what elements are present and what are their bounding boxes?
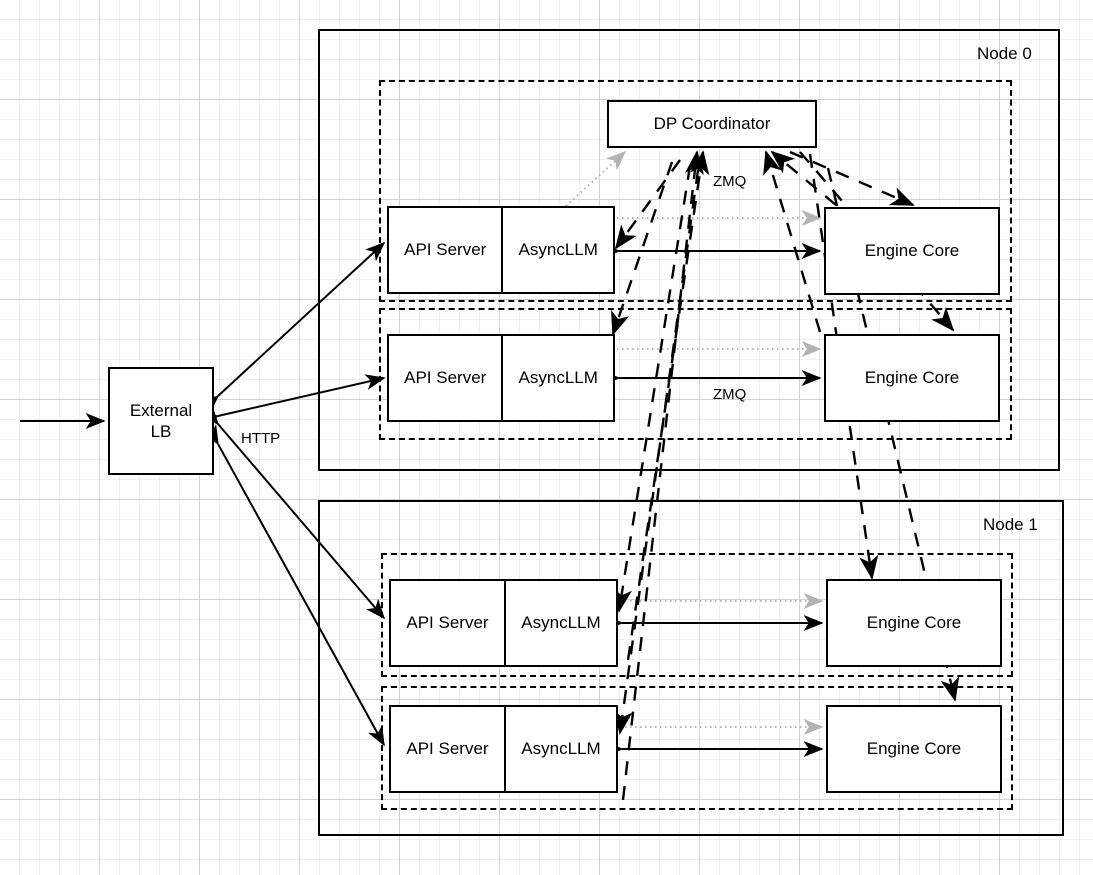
node-0-group-1-api-server-box[interactable]: API Server AsyncLLM (387, 334, 615, 422)
edge-coordinator-to-asyncllm-n1g1 (613, 169, 700, 735)
zmq-engine-label: ZMQ (713, 386, 747, 403)
api-server-cell: API Server (391, 581, 506, 665)
node-0-group-1-engine-core-box[interactable]: Engine Core (824, 334, 1000, 422)
edge-coordinator-to-asyncllm-n0g0 (614, 159, 681, 250)
node-0-group-0-engine-core-box[interactable]: Engine Core (824, 207, 1000, 295)
external-lb-label-line2: LB (150, 422, 172, 441)
dp-coordinator-box[interactable]: DP Coordinator (607, 100, 817, 148)
edge-lb-to-api-server-n0g0 (199, 241, 386, 415)
engine-core-label: Engine Core (866, 613, 962, 633)
zmq-coordinator-label: ZMQ (713, 173, 747, 190)
api-server-cell: API Server (389, 336, 504, 420)
engine-core-label: Engine Core (864, 368, 960, 388)
node-1-group-1-engine-core-box[interactable]: Engine Core (826, 705, 1002, 793)
api-server-cell: API Server (389, 208, 504, 292)
engine-core-label: Engine Core (866, 739, 962, 759)
asyncllm-cell: AsyncLLM (518, 368, 598, 387)
node-1-group-0-boundary (381, 553, 1013, 677)
edge-coordinator-to-enginecore-n0g0 (789, 150, 915, 207)
edge-zmq-enginecore-coordinator-n1g1 (621, 150, 705, 801)
node-1-label: Node 1 (983, 515, 1038, 534)
edge-zmq-enginecore-coordinator-n0g1 (763, 150, 822, 333)
node-0-group-0-boundary (379, 80, 1012, 302)
node-0-group-0-api-server-box[interactable]: API Server AsyncLLM (387, 206, 615, 294)
asyncllm-cell: AsyncLLM (521, 613, 601, 632)
node-1-group-0-engine-core-box[interactable]: Engine Core (826, 579, 1002, 667)
node-1-group-1-boundary (381, 686, 1013, 810)
engine-core-label: Engine Core (864, 241, 960, 261)
external-lb-label-line1: External (129, 400, 193, 420)
node-1-group-0-api-server-box[interactable]: API Server AsyncLLM (389, 579, 618, 667)
node-1-container (318, 500, 1064, 836)
edge-coordinator-to-enginecore-n1g0 (808, 153, 879, 580)
api-server-cell: API Server (391, 707, 506, 791)
external-lb-box[interactable]: External LB (108, 367, 214, 475)
edge-coordinator-to-asyncllm-n1g0 (612, 165, 692, 613)
edge-coordinator-to-asyncllm-n0g1 (611, 161, 674, 336)
node-0-label: Node 0 (977, 44, 1032, 63)
node-0-group-1-boundary (379, 308, 1012, 440)
asyncllm-cell: AsyncLLM (521, 739, 601, 758)
dp-coordinator-label: DP Coordinator (653, 114, 771, 134)
edge-lb-to-api-server-n1g1 (202, 424, 385, 747)
asyncllm-cell: AsyncLLM (518, 240, 598, 259)
node-0-container (318, 29, 1060, 471)
http-edge-label: HTTP (241, 430, 281, 447)
node-1-group-1-api-server-box[interactable]: API Server AsyncLLM (389, 705, 618, 793)
edge-zmq-enginecore-coordinator-n0g0 (770, 150, 837, 206)
